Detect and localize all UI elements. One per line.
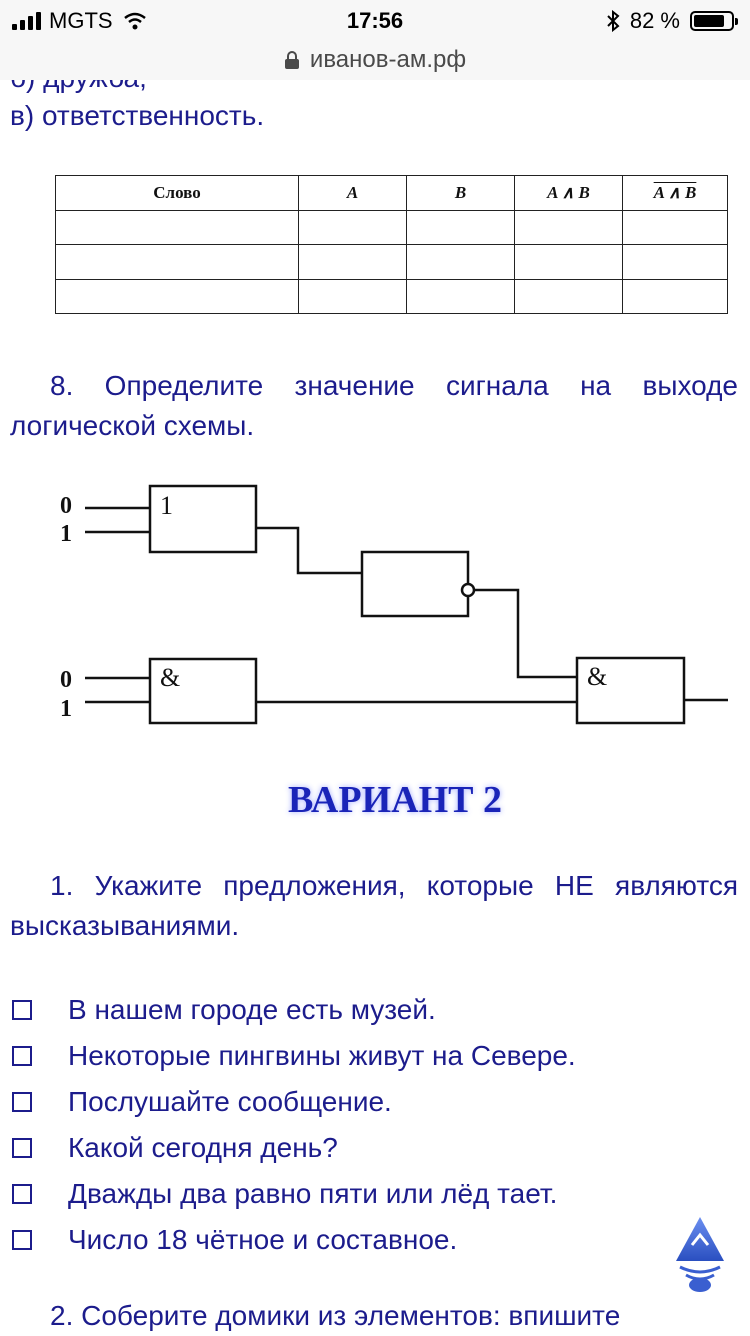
option-item[interactable]: Послушайте сообщение. [12,1079,576,1125]
signal-strength-icon [12,12,41,30]
option-item[interactable]: Число 18 чётное и составное. [12,1217,576,1263]
gate-and-1 [148,657,258,725]
option-item[interactable]: Дважды два равно пяти или лёд тает. [12,1171,576,1217]
wire-not-to-and [474,588,577,679]
lock-icon [284,50,300,70]
gate-or-label: 1 [160,491,173,520]
checkbox[interactable] [12,1092,32,1112]
input-1b-label: 1 [60,521,72,547]
option-text: Дважды два равно пяти или лёд тает. [68,1178,558,1209]
variant-title: ВАРИАНТ 2 [287,779,502,821]
gate-and-final [575,656,686,725]
inverter-bubble [460,582,476,598]
scroll-to-top-icon[interactable] [672,1215,728,1293]
carrier-name: MGTS [49,8,113,33]
option-text: В нашем городе есть музей. [68,994,436,1025]
option-text: Какой сегодня день? [68,1132,338,1163]
option-item[interactable]: Некоторые пингвины живут на Севере. [12,1033,576,1079]
table-row [55,209,728,246]
logic-circuit-diagram: 0 1 0 1 [60,484,728,725]
bluetooth-icon [607,10,620,32]
checkbox[interactable] [12,1000,32,1020]
checkbox[interactable] [12,1184,32,1204]
option-item[interactable]: Какой сегодня день? [12,1125,576,1171]
truth-table: Слово A B A ∧ B A ∧ B [55,175,728,315]
option-text: Послушайте сообщение. [68,1086,392,1117]
url-bar[interactable]: иванов-ам.рф [0,40,750,80]
header-b: B [406,175,515,211]
gate-not [360,550,470,618]
battery-fill [694,15,724,27]
gate-and-1-label: & [160,663,180,692]
checkbox[interactable] [12,1138,32,1158]
gate-or [148,484,258,554]
options-list: В нашем городе есть музей. Некоторые пин… [12,987,576,1263]
header-a-and-b: A ∧ B [514,175,623,211]
option-item[interactable]: В нашем городе есть музей. [12,987,576,1033]
input-1a-label: 0 [60,493,72,519]
table-row [55,278,728,315]
battery-percent: 82 % [629,8,680,33]
task-1-text: 1. Укажите предложения, которые НЕ являю… [10,870,738,941]
header-word: Слово [55,175,299,211]
option-text: Некоторые пингвины живут на Севере. [68,1040,576,1071]
table-row [55,244,728,280]
gate-and-final-label: & [587,662,607,691]
wire-or-to-not [256,526,362,575]
battery-icon [690,11,738,31]
table-header-row: Слово A B A ∧ B A ∧ B [55,175,728,211]
task-2-text: 2. Соберите домики из элементов: впишите [50,1300,621,1331]
url-domain[interactable]: иванов-ам.рф [309,46,467,73]
wifi-icon [123,12,146,30]
checkbox[interactable] [12,1046,32,1066]
checkbox[interactable] [12,1230,32,1250]
header-a: A [298,175,407,211]
task-8-text: 8. Определите значение сигнала на выходе… [10,370,738,441]
input-2a-label: 0 [60,667,72,693]
header-not-a-and-b: A ∧ B [622,175,728,211]
status-bar: MGTS 17:56 82 % [0,0,750,40]
answer-option-c: в) ответственность. [10,100,265,131]
input-2b-label: 1 [60,696,72,722]
option-text: Число 18 чётное и составное. [68,1224,458,1255]
clock: 17:56 [346,8,404,33]
